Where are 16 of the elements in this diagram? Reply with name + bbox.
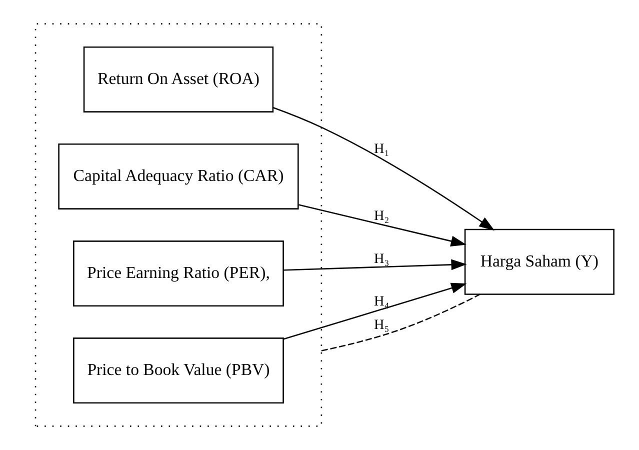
cluster (34, 23, 322, 427)
node-box: Price Earning Ratio (PER), (73, 240, 284, 306)
arrow (272, 107, 495, 231)
edge-label: H₂ (374, 208, 390, 224)
arrow (283, 282, 467, 340)
edge-label: H₁ (374, 140, 390, 157)
node-box: Return On Asset (ROA) (83, 46, 274, 112)
node-box: Harga Saham (Y) (464, 228, 614, 295)
edge-label: H₄ (374, 294, 390, 310)
edge-label: H₅ (374, 316, 390, 333)
arrow (283, 259, 467, 271)
edge-label: H₃ (374, 250, 390, 267)
node-box: Capital Adequacy Ratio (CAR) (58, 144, 299, 210)
arrow (298, 204, 466, 246)
connector (321, 294, 480, 352)
node-box: Price to Book Value (PBV) (73, 338, 284, 404)
